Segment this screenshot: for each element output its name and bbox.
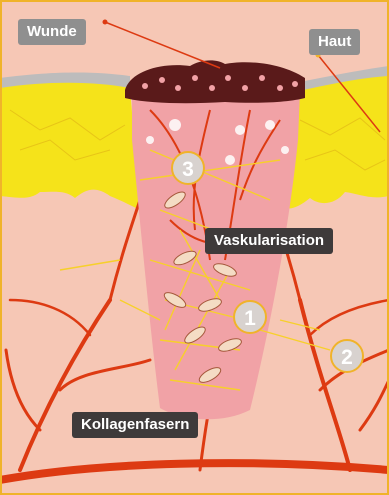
badge-2: 2 [331,340,363,372]
badge-1-text: 1 [244,307,256,330]
wunde-pointer-dot [103,20,108,25]
label-haut: Haut [309,29,360,55]
label-vaskularisation: Vaskularisation [205,228,333,254]
badge-1: 1 [234,301,266,333]
label-kollagenfasern: Kollagenfasern [72,412,198,438]
skin-layer-left [0,83,140,210]
label-wunde: Wunde [18,19,86,45]
badge-3: 3 [172,152,204,184]
badge-3-text: 3 [182,158,194,181]
badge-2-text: 2 [341,346,353,369]
